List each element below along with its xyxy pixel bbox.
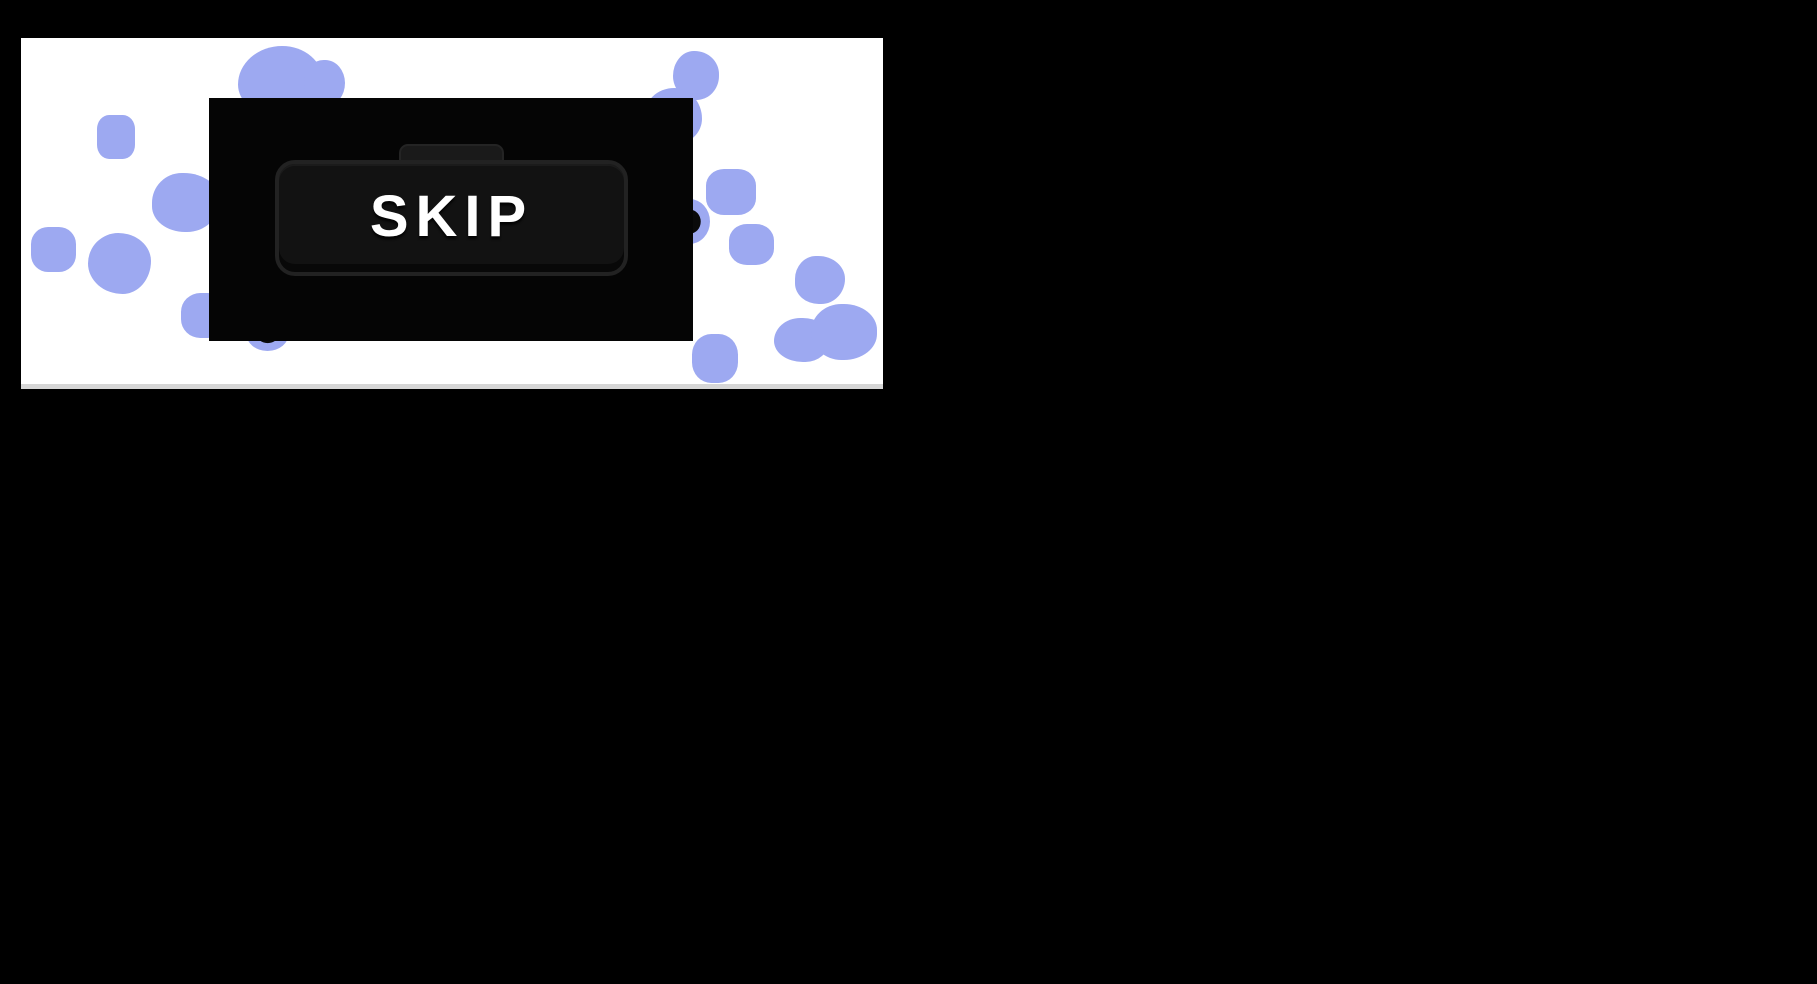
paint-blob-icon	[795, 256, 845, 304]
paint-blob-icon	[729, 224, 774, 265]
paint-blob-icon	[706, 169, 756, 215]
paint-blob-icon	[152, 173, 220, 232]
skip-button-label: SKIP	[369, 183, 534, 249]
game-viewport: SKIP	[21, 38, 883, 389]
paint-blob-icon	[811, 304, 877, 360]
paint-blob-icon	[692, 334, 738, 383]
paint-blob-icon	[97, 115, 135, 159]
cutscene-overlay: SKIP	[209, 98, 693, 341]
paint-blob-icon	[31, 227, 76, 272]
skip-button[interactable]: SKIP	[275, 160, 628, 276]
paint-blob-icon	[88, 233, 151, 294]
